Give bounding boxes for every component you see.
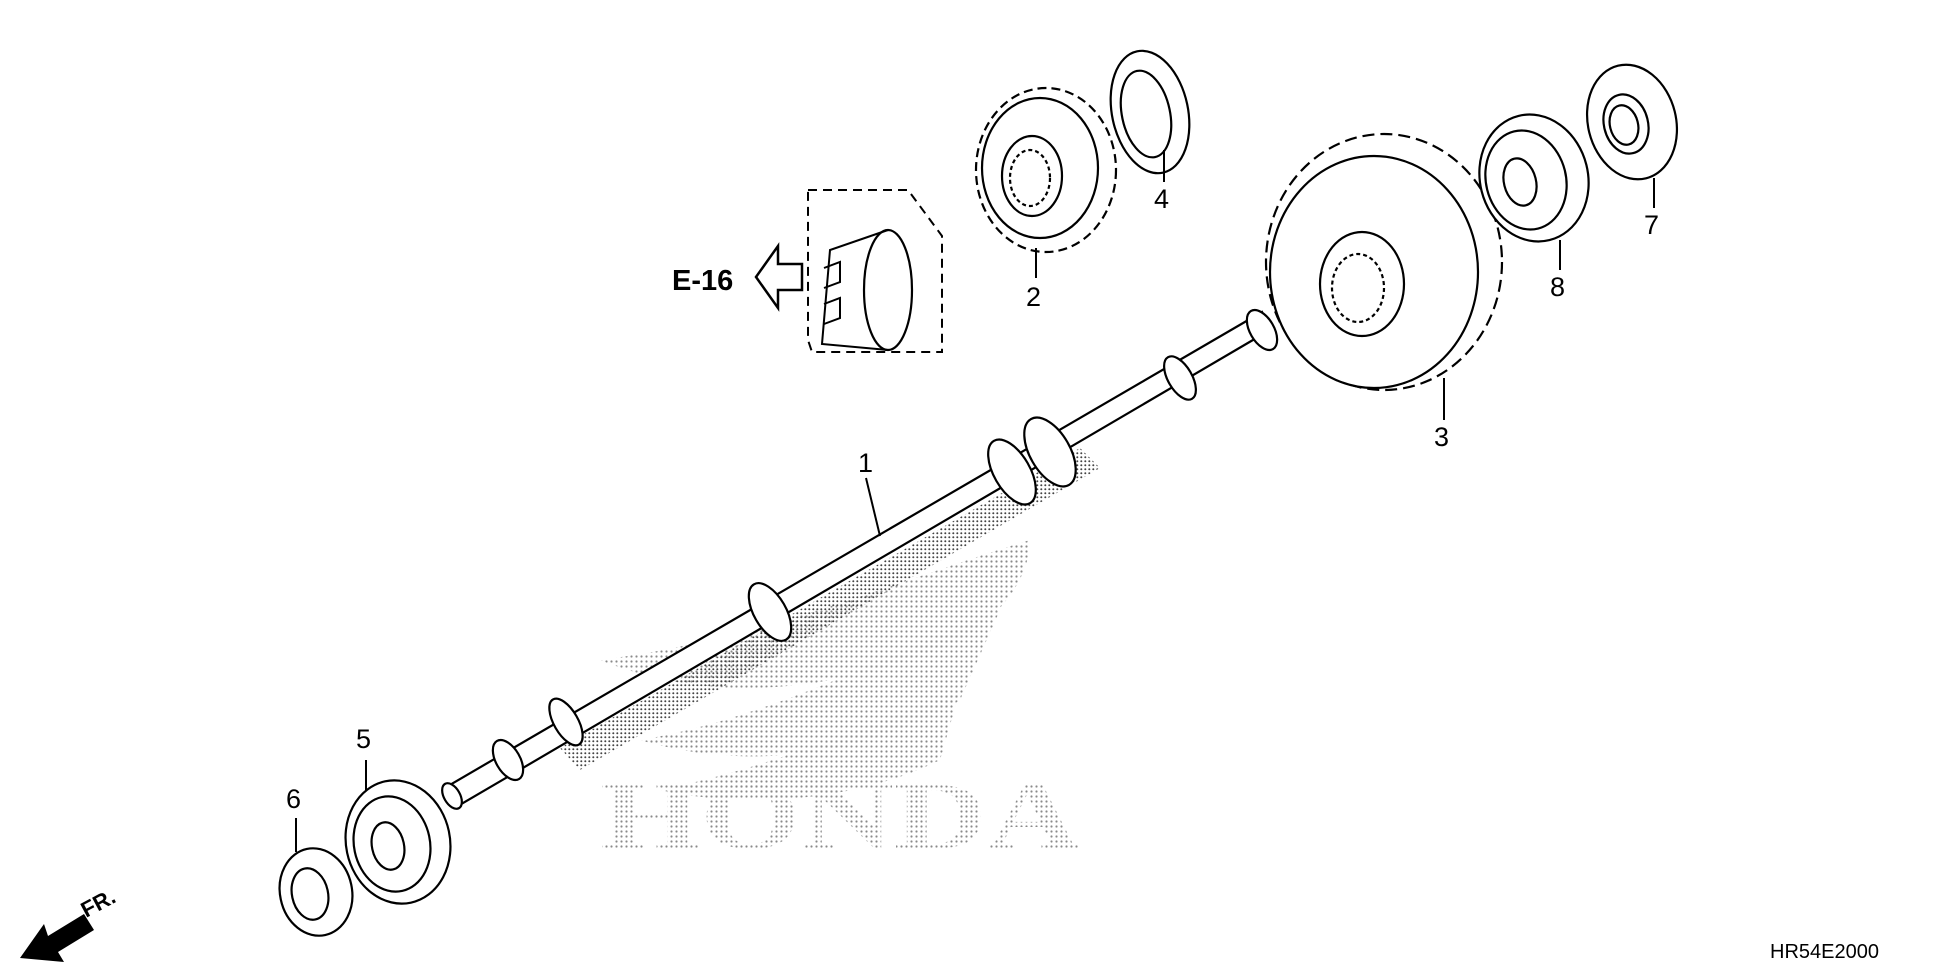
washer-4: [1109, 49, 1191, 175]
seal-6: [278, 847, 354, 937]
main-shaft: [441, 308, 1279, 810]
diagram-code: HR54E2000: [1770, 941, 1879, 963]
gear-3: [1264, 132, 1504, 392]
part-number-7[interactable]: 7: [1644, 210, 1659, 240]
reference-label-e16[interactable]: E-16: [672, 265, 733, 297]
part-number-8[interactable]: 8: [1550, 272, 1565, 302]
reference-arrow-icon: [754, 242, 804, 312]
part-number-6[interactable]: 6: [286, 784, 301, 814]
part-number-4[interactable]: 4: [1154, 184, 1169, 214]
bearing-8: [1478, 113, 1590, 243]
gear-2: [974, 86, 1118, 254]
part-number-5[interactable]: 5: [356, 724, 371, 754]
front-direction-arrow-icon: [20, 914, 94, 962]
seal-7: [1585, 63, 1679, 181]
reference-box: [807, 189, 943, 353]
part-number-2[interactable]: 2: [1026, 282, 1041, 312]
part-number-3[interactable]: 3: [1434, 422, 1449, 452]
watermark-text: HONDA: [600, 762, 1080, 869]
leader-lines: [295, 150, 1655, 852]
part-number-1[interactable]: 1: [858, 448, 873, 478]
bearing-5: [344, 779, 452, 905]
